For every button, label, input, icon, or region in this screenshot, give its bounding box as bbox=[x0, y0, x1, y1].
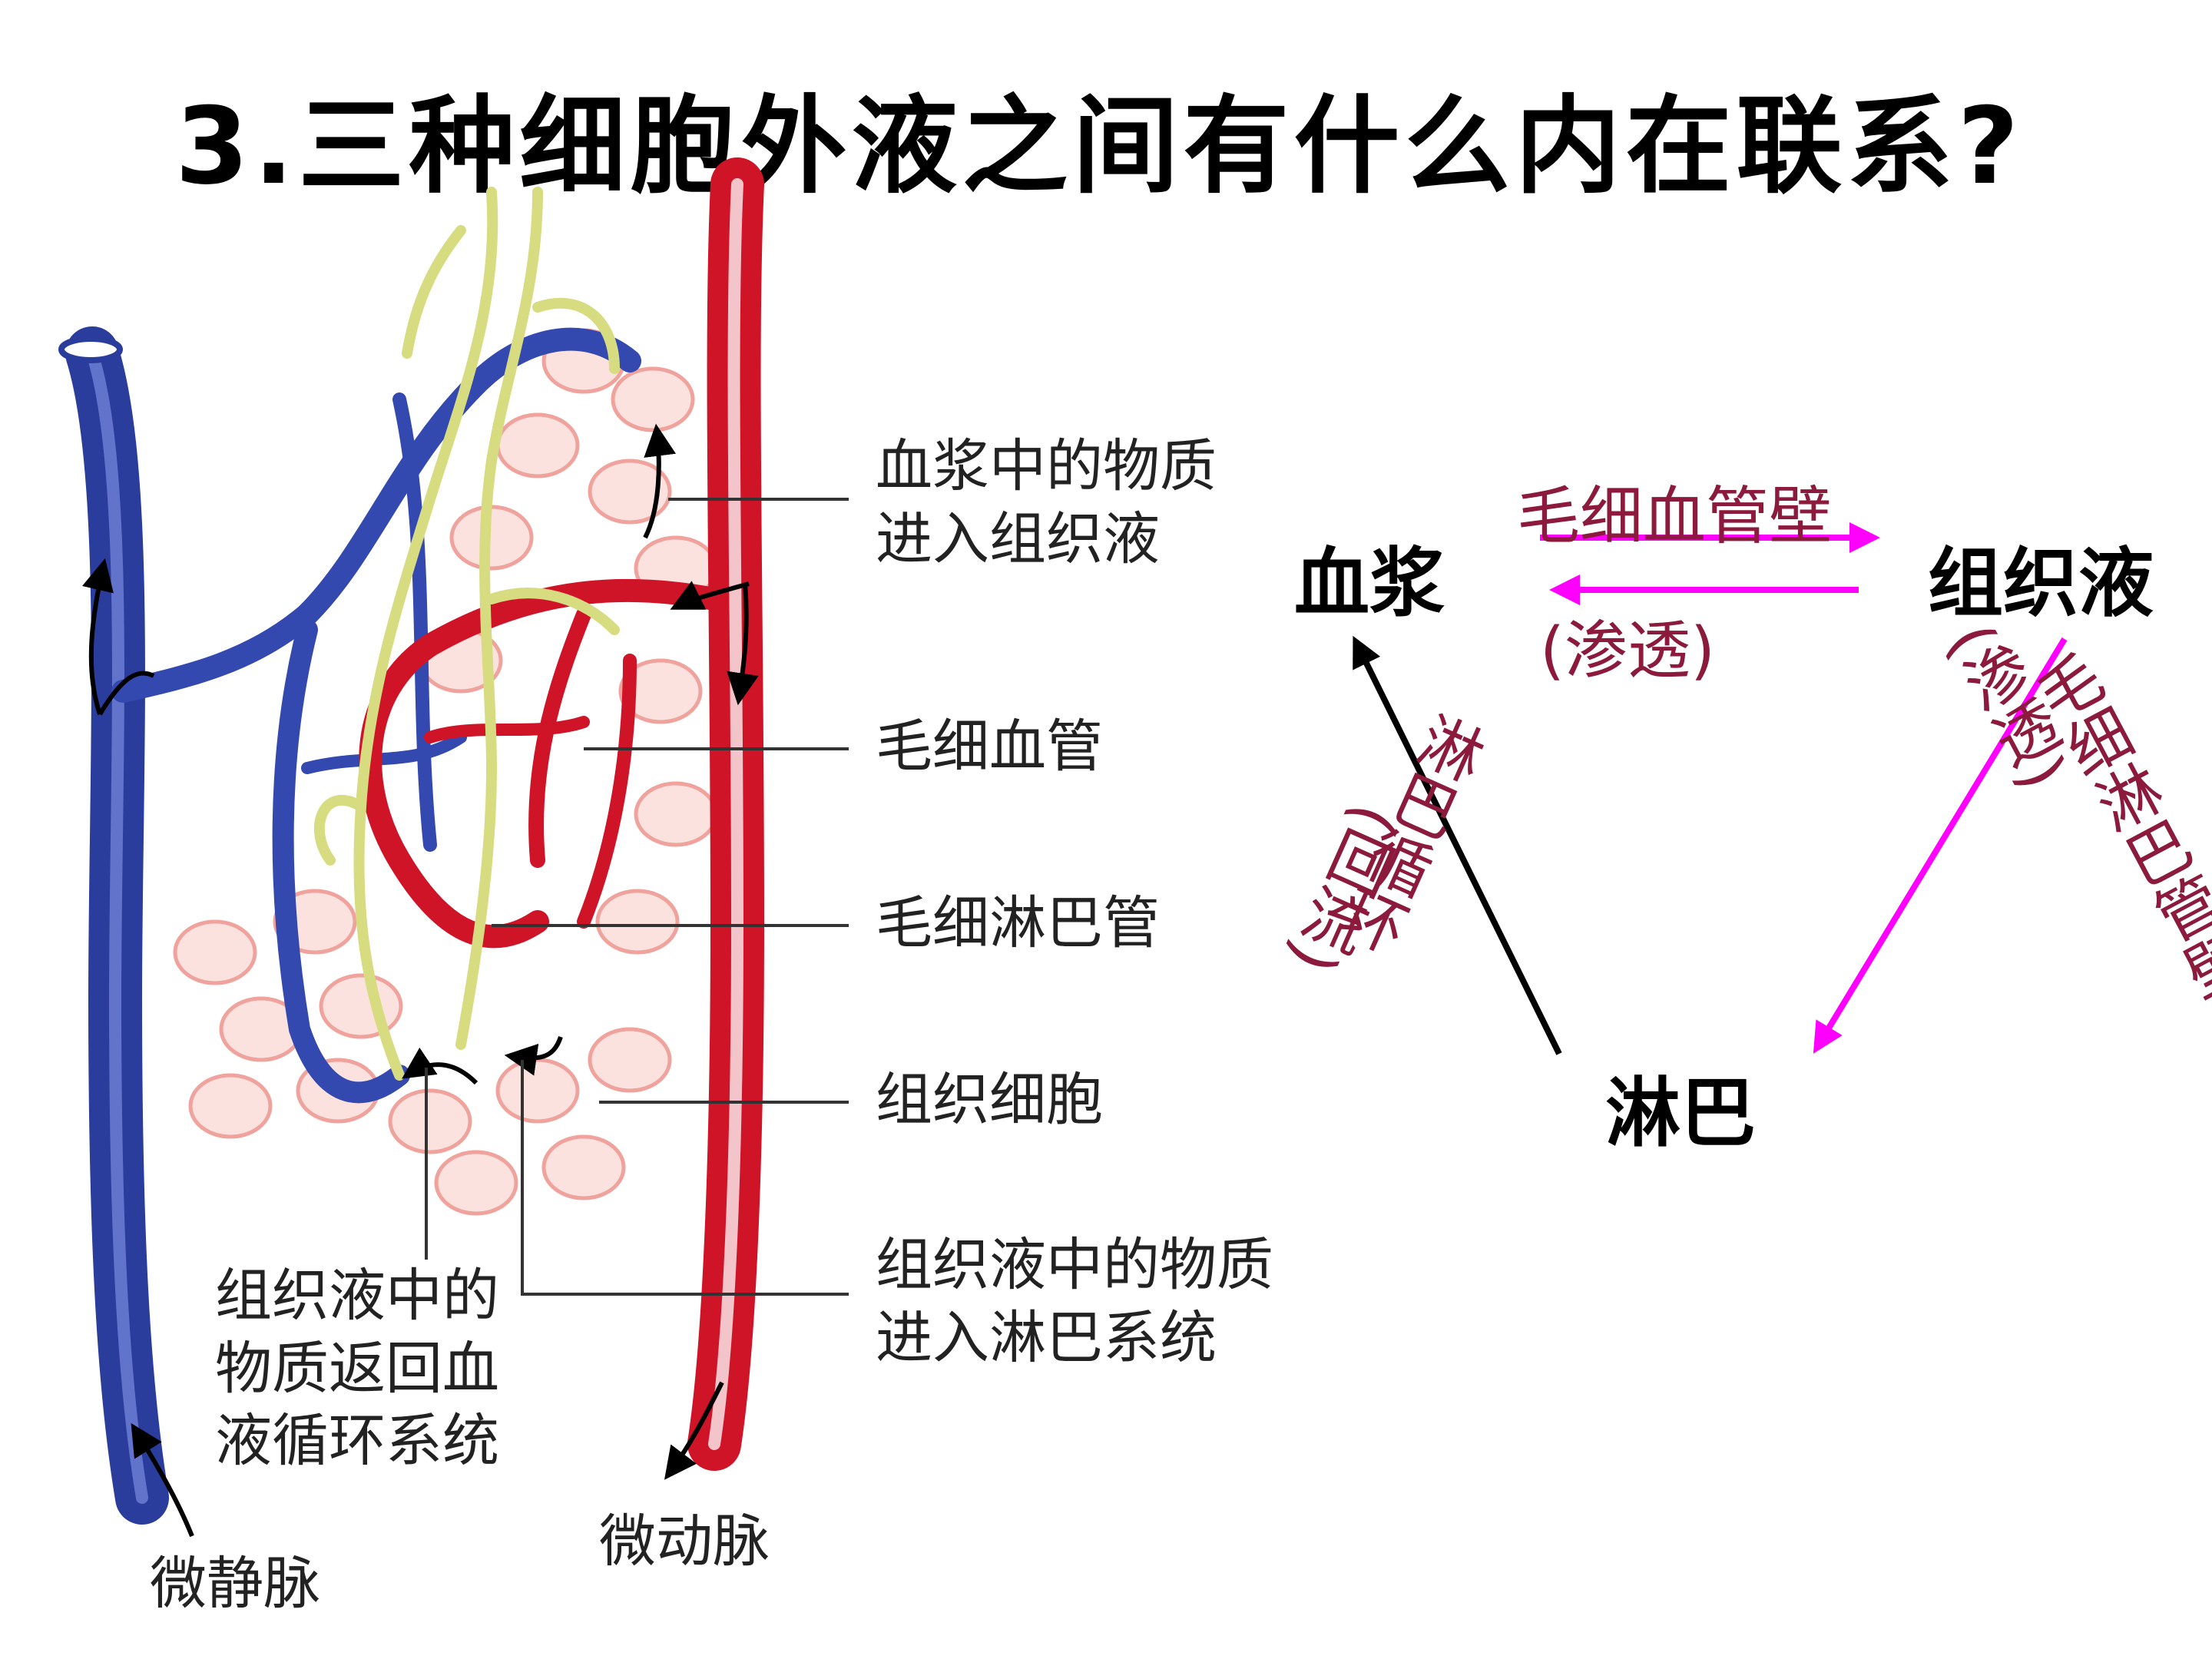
label-lymph-capillary: 毛细淋巴管 bbox=[876, 890, 1160, 956]
venule-vessel bbox=[65, 326, 641, 1525]
node-tissue-fluid: 组织液 bbox=[1928, 540, 2154, 628]
label-tissue-to-lymph: 组织液中的物质 进入淋巴系统 bbox=[876, 1232, 1273, 1371]
label-capillary: 毛细血管 bbox=[876, 714, 1103, 780]
node-plasma: 血浆 bbox=[1294, 540, 1445, 628]
label-venule: 微静脉 bbox=[150, 1551, 320, 1617]
arrow-lymph-to-plasma bbox=[1353, 635, 1562, 1055]
edge-label-osmosis-top: (渗透) bbox=[1540, 614, 1715, 687]
arteriole-vessel bbox=[359, 157, 765, 1471]
relationship-arrows bbox=[1353, 522, 2068, 1055]
lymph-capillaries bbox=[314, 187, 620, 1081]
label-arteriole: 微动脉 bbox=[599, 1508, 770, 1575]
page-title: 3.三种细胞外液之间有什么内在联系? bbox=[175, 84, 2024, 208]
leader-lines bbox=[425, 498, 849, 1296]
arrow-tissue-to-lymph bbox=[1813, 637, 2068, 1054]
node-lymph: 淋巴 bbox=[1605, 1070, 1757, 1157]
label-tissue-to-blood: 组织液中的 物质返回血 液循环系统 bbox=[215, 1263, 499, 1475]
label-tissue-cell: 组织细胞 bbox=[876, 1067, 1103, 1133]
flow-arrows bbox=[81, 423, 759, 1538]
label-plasma-to-tissue: 血浆中的物质 进入组织液 bbox=[876, 433, 1217, 572]
edge-label-capillary-wall: 毛细血管壁 bbox=[1517, 480, 1833, 553]
